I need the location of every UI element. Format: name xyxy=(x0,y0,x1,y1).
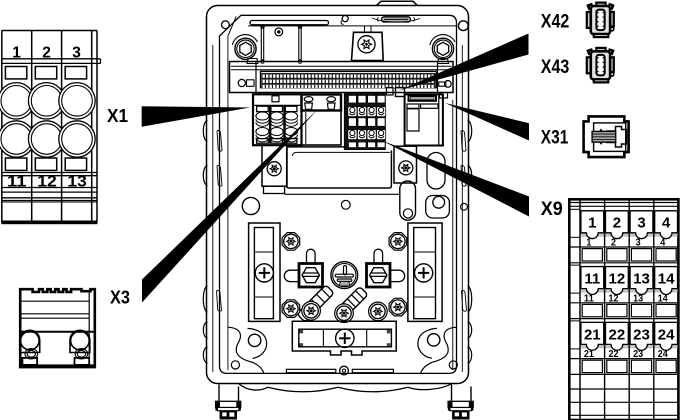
svg-text:14: 14 xyxy=(658,271,675,288)
svg-text:4: 4 xyxy=(660,238,665,249)
svg-text:13: 13 xyxy=(633,271,650,288)
svg-text:3: 3 xyxy=(72,44,81,61)
svg-text:22: 22 xyxy=(609,349,619,360)
svg-text:1: 1 xyxy=(586,238,591,249)
svg-text:24: 24 xyxy=(658,326,675,343)
svg-text:13: 13 xyxy=(633,293,643,304)
svg-text:X31: X31 xyxy=(541,128,569,149)
svg-text:3: 3 xyxy=(636,238,641,249)
svg-text:21: 21 xyxy=(584,326,601,343)
svg-text:11: 11 xyxy=(584,271,600,288)
svg-text:2: 2 xyxy=(613,215,621,232)
svg-text:23: 23 xyxy=(633,326,650,343)
svg-text:23: 23 xyxy=(633,349,643,360)
svg-text:21: 21 xyxy=(584,349,594,360)
svg-text:X43: X43 xyxy=(541,57,570,78)
svg-text:22: 22 xyxy=(609,326,626,343)
svg-text:14: 14 xyxy=(658,293,668,304)
svg-text:X9: X9 xyxy=(541,199,563,220)
svg-text:2: 2 xyxy=(42,44,51,61)
svg-text:2: 2 xyxy=(611,238,616,249)
svg-text:12: 12 xyxy=(609,271,626,288)
svg-text:3: 3 xyxy=(637,215,645,232)
svg-text:12: 12 xyxy=(609,293,619,304)
svg-text:4: 4 xyxy=(662,215,671,232)
svg-text:12: 12 xyxy=(37,174,57,191)
svg-text:X1: X1 xyxy=(107,105,128,126)
svg-text:13: 13 xyxy=(67,174,87,191)
svg-text:24: 24 xyxy=(658,349,668,360)
svg-text:11: 11 xyxy=(7,174,27,191)
svg-text:X3: X3 xyxy=(110,286,130,307)
svg-text:1: 1 xyxy=(12,44,21,61)
svg-text:X42: X42 xyxy=(541,11,570,32)
svg-text:1: 1 xyxy=(588,215,596,232)
svg-text:11: 11 xyxy=(584,293,594,304)
